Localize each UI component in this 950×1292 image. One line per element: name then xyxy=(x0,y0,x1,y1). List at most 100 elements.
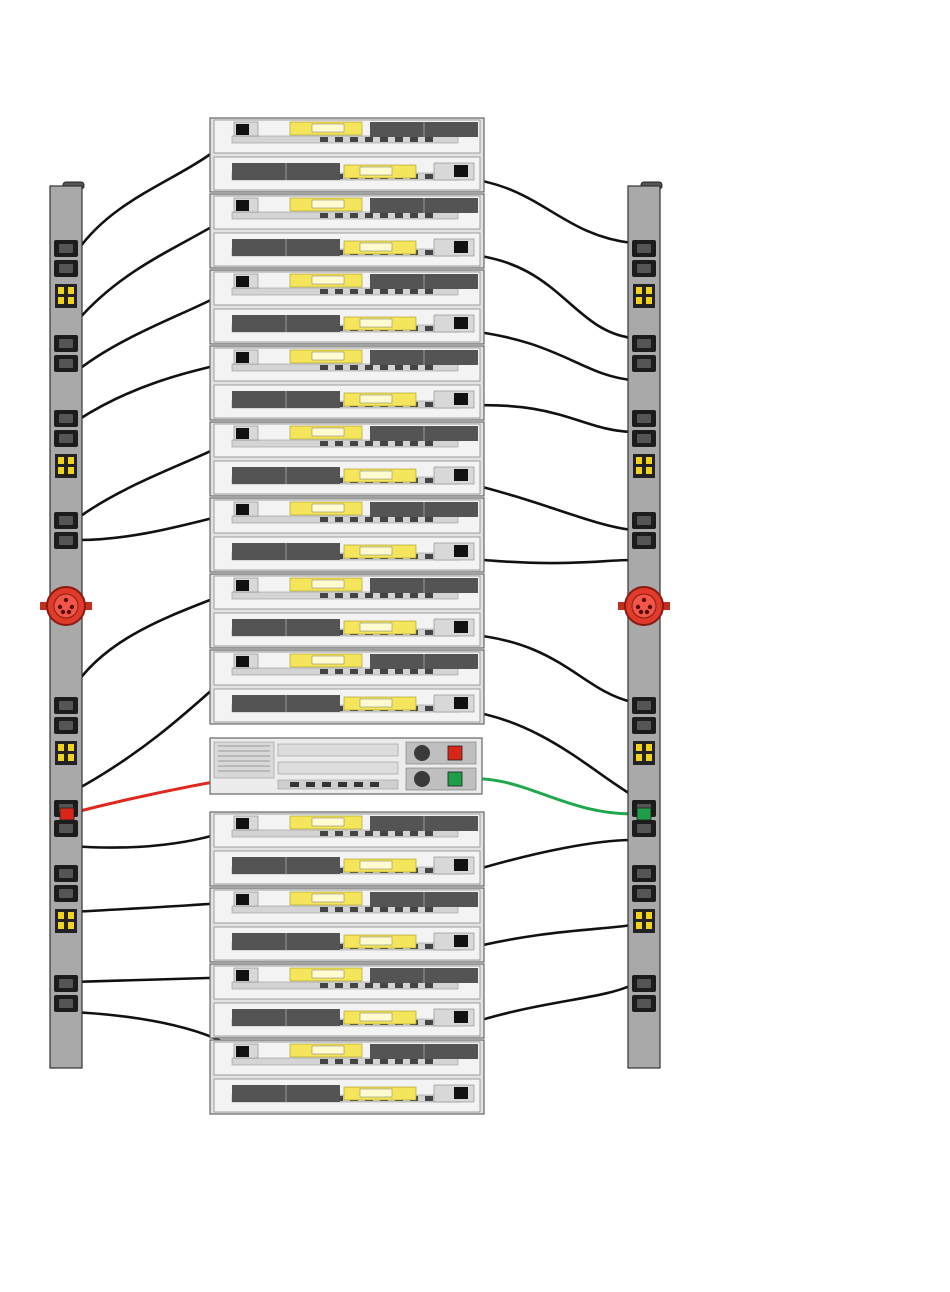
outlet-contacts xyxy=(637,536,651,545)
breaker-switch xyxy=(646,287,652,294)
outlet-contacts xyxy=(59,414,73,423)
io-port xyxy=(380,907,388,912)
psu-inlet xyxy=(236,200,249,211)
io-port xyxy=(380,213,388,218)
inlet-pin xyxy=(642,598,646,602)
breaker-switch xyxy=(58,467,64,474)
handle-label xyxy=(360,395,392,403)
io-port xyxy=(425,517,433,522)
io-port xyxy=(395,441,403,446)
outlet-contacts xyxy=(59,824,73,833)
breaker-switch xyxy=(68,754,74,761)
disk-enclosure xyxy=(210,650,484,724)
psu-inlet xyxy=(236,894,249,905)
io-port xyxy=(410,831,418,836)
io-port xyxy=(395,831,403,836)
breaker-switch xyxy=(646,754,652,761)
breaker-switch xyxy=(58,754,64,761)
io-port xyxy=(425,831,433,836)
io-port xyxy=(410,441,418,446)
outlet-contacts xyxy=(637,869,651,878)
handle-label xyxy=(312,970,344,978)
io-port xyxy=(320,1059,328,1064)
outlet-contacts xyxy=(59,701,73,710)
io-port xyxy=(425,669,433,674)
breaker-switch xyxy=(636,744,642,751)
io-port xyxy=(425,706,433,711)
port-strip xyxy=(232,1058,458,1065)
io-port xyxy=(395,907,403,912)
io-port xyxy=(350,669,358,674)
management-server xyxy=(210,738,482,794)
server-port xyxy=(338,782,347,787)
io-port xyxy=(350,289,358,294)
io-port xyxy=(380,441,388,446)
outlet-contacts xyxy=(637,889,651,898)
io-port xyxy=(425,326,433,331)
outlet-contacts xyxy=(637,999,651,1008)
io-port xyxy=(350,213,358,218)
io-port xyxy=(320,365,328,370)
breaker-switch xyxy=(68,912,74,919)
port-strip xyxy=(232,364,458,371)
io-port xyxy=(425,1059,433,1064)
breaker-switch xyxy=(636,297,642,304)
psu-inlet xyxy=(454,697,468,709)
power-cable-right xyxy=(462,558,632,563)
breaker-switch xyxy=(636,922,642,929)
io-port xyxy=(410,517,418,522)
handle-label xyxy=(360,937,392,945)
io-port xyxy=(335,669,343,674)
inlet-pin xyxy=(58,605,62,609)
io-port xyxy=(425,593,433,598)
outlet-contacts xyxy=(637,359,651,368)
handle-label xyxy=(360,319,392,327)
disk-enclosure xyxy=(210,498,484,572)
handle-label xyxy=(360,1013,392,1021)
io-port xyxy=(410,365,418,370)
breaker-switch xyxy=(68,467,74,474)
port-strip xyxy=(232,288,458,295)
psu-inlet xyxy=(236,428,249,439)
io-port xyxy=(350,137,358,142)
io-port xyxy=(320,831,328,836)
outlet-contacts xyxy=(637,979,651,988)
handle-label xyxy=(312,276,344,284)
pdu-strip xyxy=(628,186,660,1068)
io-port xyxy=(320,213,328,218)
breaker-switch xyxy=(68,922,74,929)
breaker-switch xyxy=(68,744,74,751)
io-port xyxy=(380,365,388,370)
port-strip xyxy=(232,516,458,523)
disk-enclosure xyxy=(210,118,484,192)
port-strip xyxy=(232,982,458,989)
outlet-contacts xyxy=(59,359,73,368)
pdu-plug-red xyxy=(60,808,74,820)
server-port xyxy=(306,782,315,787)
io-port xyxy=(395,669,403,674)
outlet-contacts xyxy=(59,721,73,730)
handle-label xyxy=(312,1046,344,1054)
disk-enclosure xyxy=(210,194,484,268)
handle-label xyxy=(360,861,392,869)
io-port xyxy=(350,365,358,370)
psu-inlet xyxy=(236,656,249,667)
handle-label xyxy=(312,504,344,512)
io-port xyxy=(395,365,403,370)
io-port xyxy=(380,137,388,142)
breaker-switch xyxy=(646,744,652,751)
pci-slot xyxy=(278,744,398,756)
outlet-contacts xyxy=(59,516,73,525)
breaker-switch xyxy=(58,922,64,929)
handle-label xyxy=(312,656,344,664)
io-port xyxy=(395,213,403,218)
psu-inlet xyxy=(236,580,249,591)
pdu-strip xyxy=(50,186,82,1068)
inlet-pin xyxy=(64,598,68,602)
io-port xyxy=(425,868,433,873)
handle-label xyxy=(360,243,392,251)
outlet-contacts xyxy=(637,516,651,525)
io-port xyxy=(410,289,418,294)
outlet-contacts xyxy=(637,264,651,273)
disk-enclosure xyxy=(210,346,484,420)
